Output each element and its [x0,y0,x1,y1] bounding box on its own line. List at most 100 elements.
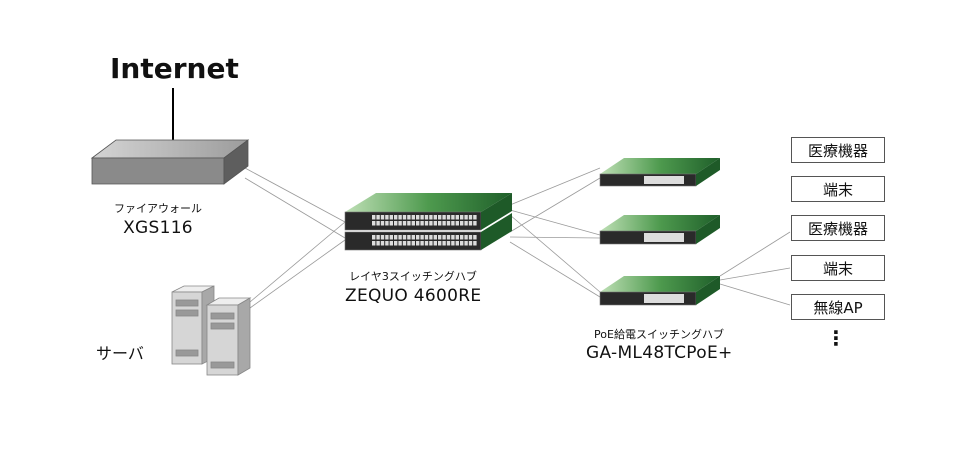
switch-port [420,235,424,240]
poe-switch-middle [599,215,720,245]
switch-port [394,241,398,246]
switch-port [372,235,376,240]
switch-port [438,241,442,246]
switch-port [376,221,380,226]
switch-port [402,241,407,246]
switch-port [411,241,415,246]
switch-port [455,241,459,246]
switch-port [433,221,437,226]
switch-port [380,215,385,220]
core-switch-caption: レイヤ3スイッチングハブ [349,270,477,283]
switch-port [398,221,402,226]
switch-port [464,235,468,240]
poe-switch-bottom [599,276,720,306]
switch-port [389,241,393,246]
switch-port [460,235,464,240]
switch-port [442,215,446,220]
core-switch-device [344,193,512,251]
switch-port [438,221,442,226]
switch-port [407,235,411,240]
switch-port [380,241,385,246]
switch-port [407,215,411,220]
switch-port [376,241,380,246]
switch-port [442,221,446,226]
switch-port [372,241,376,246]
switch-port [398,215,402,220]
switch-port [385,235,389,240]
switch-port [464,221,468,226]
switch-port [442,241,446,246]
switch-port [411,215,415,220]
switch-port [442,235,446,240]
switch-port [376,235,380,240]
switch-port [394,235,398,240]
switch-port [385,215,389,220]
switch-port [385,221,389,226]
switch-port [446,235,451,240]
poe-switch-caption: PoE給電スイッチングハブ [594,328,724,341]
switch-port [446,221,451,226]
switch-port [429,221,433,226]
switch-port [416,221,420,226]
firewall-caption: ファイアウォール [114,202,202,215]
switch-port [451,235,455,240]
switch-port [416,241,420,246]
device-box-medical-2: 医療機器 [791,215,885,241]
switch-port [438,235,442,240]
switch-port [389,215,393,220]
switch-port [468,215,473,220]
switch-port [416,235,420,240]
switch-port [420,215,424,220]
switch-port [473,215,477,220]
switch-port [429,215,433,220]
switch-port [402,221,407,226]
firewall-model: XGS116 [123,218,193,238]
switch-port [424,215,429,220]
firewall-device [90,139,250,185]
switch-port [429,241,433,246]
switch-port [380,235,385,240]
switch-port [451,221,455,226]
switch-port [464,241,468,246]
more-devices-ellipsis: ⋮ [826,326,846,350]
switch-port [460,215,464,220]
poe-switch-model: GA-ML48TCPoE+ [586,343,733,363]
device-box-medical-1: 医療機器 [791,137,885,163]
switch-port [455,215,459,220]
switch-port [398,241,402,246]
switch-port [424,221,429,226]
switch-port [460,221,464,226]
switch-port [433,215,437,220]
switch-port [380,221,385,226]
switch-port [372,215,376,220]
switch-port [398,235,402,240]
switch-port [451,215,455,220]
switch-port [473,235,477,240]
switch-port [438,215,442,220]
switch-port [460,241,464,246]
connection-lines [172,88,791,309]
switch-port [424,235,429,240]
switch-port [468,221,473,226]
switch-port [446,241,451,246]
switch-port [385,241,389,246]
switch-port [394,215,398,220]
device-box-wireless-ap: 無線AP [791,294,885,320]
switch-port [446,215,451,220]
switch-port [411,221,415,226]
core-switch-model: ZEQUO 4600RE [345,286,482,306]
switch-port [389,221,393,226]
switch-port [407,241,411,246]
switch-port [420,241,424,246]
switch-port [473,241,477,246]
switch-port [424,241,429,246]
switch-port [455,235,459,240]
switch-port [402,235,407,240]
switch-port [464,215,468,220]
switch-port [473,221,477,226]
poe-switch-top [599,158,720,187]
switch-port [376,215,380,220]
server-caption: サーバ [96,344,144,363]
switch-port [451,241,455,246]
